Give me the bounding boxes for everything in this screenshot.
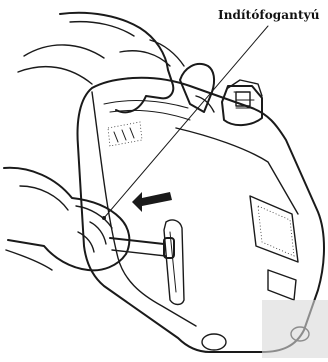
callout-anchor-dot xyxy=(102,216,106,220)
left-hand xyxy=(18,13,184,113)
fuel-cap xyxy=(222,80,262,125)
callout-leader-line xyxy=(104,26,268,218)
recoil-starter xyxy=(110,220,184,305)
right-hand xyxy=(4,168,129,271)
starter-grip-label: Indítófogantyú xyxy=(218,8,320,22)
corner-watermark xyxy=(262,300,328,358)
body-logo-area xyxy=(108,122,142,146)
side-panel xyxy=(250,196,298,300)
pull-direction-arrow xyxy=(132,192,172,212)
